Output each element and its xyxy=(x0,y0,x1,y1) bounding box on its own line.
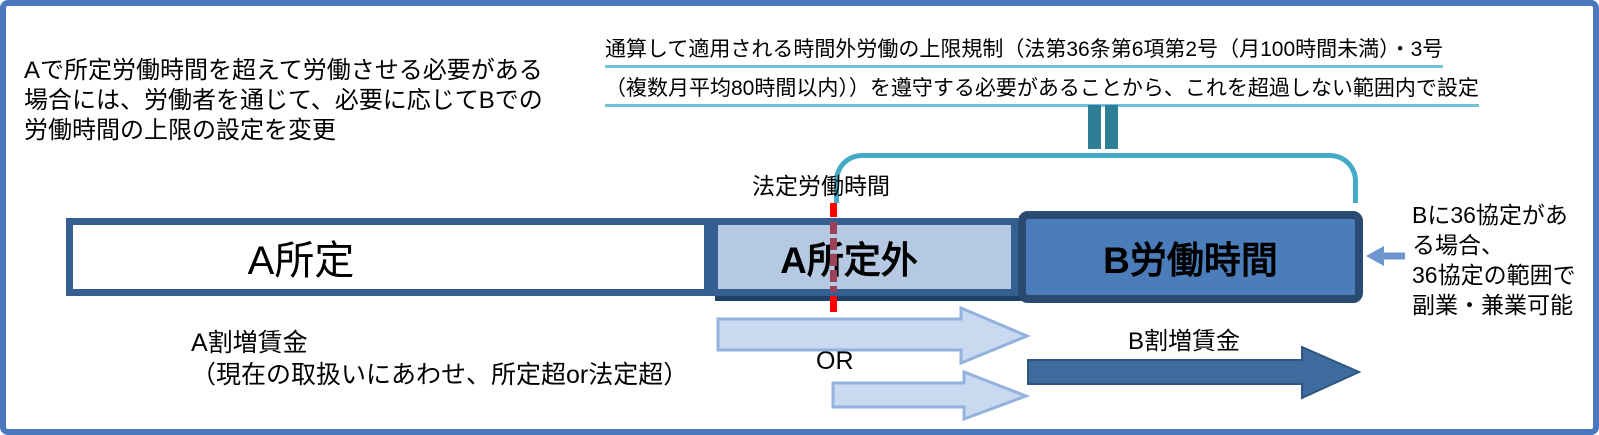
legal-hours-line xyxy=(830,203,837,217)
note-line: 場合には、労働者を通じて、必要に応じてBでの xyxy=(24,87,543,114)
note-line: 36協定の範囲で xyxy=(1412,262,1576,288)
or-label: OR xyxy=(816,347,854,375)
a-premium-arrow-upper xyxy=(716,305,1031,366)
note-line: 労働時間の上限の設定を変更 xyxy=(24,117,336,144)
range-bracket-icon xyxy=(834,153,1358,203)
b-premium-arrow xyxy=(1027,345,1362,400)
equals-bar xyxy=(1088,105,1101,149)
a-premium-arrow-lower xyxy=(831,369,1031,422)
note-line: Aで所定労働時間を超えて労働させる必要がある xyxy=(24,57,543,84)
note-line: Bに36協定があ xyxy=(1412,202,1568,228)
left-pointer-arrow-icon xyxy=(1366,246,1405,266)
note-line-underlined: 通算して適用される時間外労働の上限規制（法第36条第6項第2号（月100時間未満… xyxy=(605,33,1444,68)
bar-segment-a-overtime: A所定外 xyxy=(711,218,1018,296)
bar-segment-label: A所定外 xyxy=(780,240,918,281)
note-line: る場合、 xyxy=(1412,232,1504,258)
note-36-agreement: Bに36協定があ る場合、 36協定の範囲で 副業・兼業可能 xyxy=(1412,200,1576,320)
bar-segment-label: B労働時間 xyxy=(1103,240,1278,281)
bar-segment-label: A所定 xyxy=(247,239,355,283)
a-premium-label: A割増賃金 （現在の取扱いにあわせ、所定超or法定超） xyxy=(191,327,688,391)
b-premium-label: B割増賃金 xyxy=(1128,328,1241,355)
label-line: A割増賃金 xyxy=(191,329,308,357)
legal-hours-label: 法定労働時間 xyxy=(752,173,890,199)
equals-icon xyxy=(1088,105,1120,149)
note-change-upper-limit: Aで所定労働時間を超えて労働させる必要がある 場合には、労働者を通じて、必要に応… xyxy=(24,56,543,146)
legal-hours-line xyxy=(830,222,837,292)
bar-segment-a-scheduled: A所定 xyxy=(66,218,711,296)
bar-segment-b-working-hours: B労働時間 xyxy=(1018,211,1363,303)
note-line-underlined: （複数月平均80時間以内））を遵守する必要があることから、これを超過しない範囲内… xyxy=(605,72,1479,107)
note-overtime-cap: 通算して適用される時間外労働の上限規制（法第36条第6項第2号（月100時間未満… xyxy=(605,33,1479,111)
note-line: 副業・兼業可能 xyxy=(1412,292,1573,318)
equals-bar xyxy=(1105,105,1118,149)
legal-hours-line xyxy=(830,296,837,312)
label-line: （現在の取扱いにあわせ、所定超or法定超） xyxy=(191,361,689,389)
arrows-layer xyxy=(716,246,1405,422)
